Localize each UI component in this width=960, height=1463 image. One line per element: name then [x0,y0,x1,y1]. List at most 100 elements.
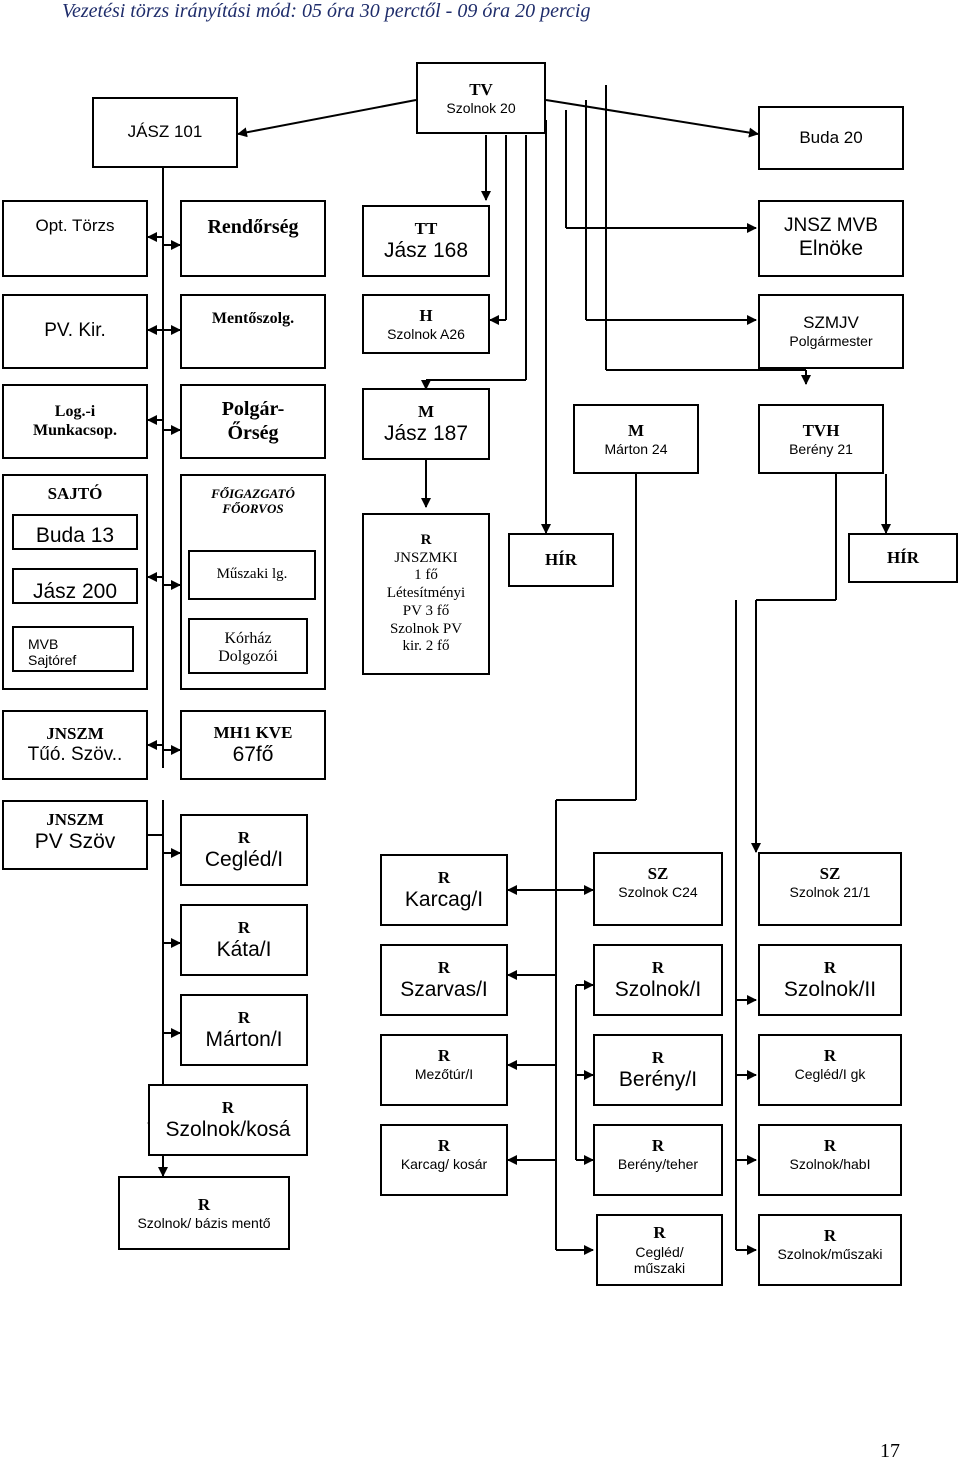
m-jasz-box: M Jász 187 [362,388,490,460]
r-szarvas-sub: Szarvas/I [400,977,488,1001]
sz-c24-box: SZ Szolnok C24 [593,852,723,926]
mh1-label: MH1 KVE [213,722,293,742]
mvb-sajto-box: MVB Sajtóref [12,626,134,672]
r-cegled-sub: Cegléd/I [204,847,284,871]
buda13-label: Buda 13 [35,524,115,547]
szmjv-box: SZMJV Polgármester [758,294,904,369]
r-mezotur-box: R Mezőtúr/I [380,1034,508,1106]
r-jnszmki-l2: JNSZMKI [394,549,458,566]
tt-sub: Jász 168 [383,238,469,262]
rendorseg-label: Rendőrség [207,216,299,238]
log-sub: Munkacsop. [32,421,118,439]
foigazgato-label: FŐIGAZGATÓ [211,485,295,501]
r-bazis-box: R Szolnok/ bázis mentő [118,1176,290,1250]
m-jasz-label: M [417,401,435,421]
log-label: Log.-i [54,402,96,420]
r-bereny1-label: R [651,1047,665,1067]
r-szolnok-kosa-box: R Szolnok/kosá [148,1084,308,1156]
r-kata-box: R Káta/I [180,904,308,976]
r-karcag-kosar-box: R Karcag/ kosár [380,1124,508,1196]
r-szolnok-habi-box: R Szolnok/habI [758,1124,902,1196]
r-szolnok-muszaki-sub: Szolnok/műszaki [777,1246,883,1263]
r-cegled-muszaki-box: R Cegléd/ műszaki [596,1214,723,1286]
connector [237,99,417,138]
r-bereny-teher-box: R Berény/teher [593,1124,723,1196]
r-jnszmki-l5: PV 3 fő [402,602,450,619]
jasz101-label: JÁSZ 101 [127,122,203,142]
jnszm-pv-box: JNSZM PV Szöv [2,800,148,870]
r-szolnok-habi-label: R [823,1136,837,1155]
r-cegled-gk-box: R Cegléd/I gk [758,1034,902,1106]
sajto-header: SAJTÓ [2,474,148,514]
r-kata-sub: Káta/I [216,937,272,961]
korhaz-label: Kórház [224,630,272,647]
r-karcag-box: R Karcag/I [380,854,508,926]
tv-sub: Szolnok 20 [446,99,516,116]
r-szarvas-label: R [437,957,451,977]
r-cegled-label: R [237,827,251,847]
r-bereny1-box: R Berény/I [593,1034,723,1106]
jnszm-tuo-label: JNSZM [46,723,104,743]
tv-box: TV Szolnok 20 [416,62,546,134]
r-karcag-label: R [437,867,451,887]
m-marton-box: M Márton 24 [573,404,699,474]
r-szolnok1-sub: Szolnok/I [614,977,702,1001]
buda20-box: Buda 20 [758,106,904,170]
r-cegled-gk-label: R [823,1046,837,1065]
r-szolnok-muszaki-label: R [823,1226,837,1245]
foigazgato-header: FŐIGAZGATÓ FŐORVOS [180,480,326,522]
r-karcag-sub: Karcag/I [404,887,484,911]
jnszm-pv-sub: PV Szöv [34,830,116,854]
log-box: Log.-i Munkacsop. [2,384,148,459]
r-szolnok2-box: R Szolnok/II [758,944,902,1016]
mh1-box: MH1 KVE 67fő [180,710,326,780]
szmjv-sub: Polgármester [789,333,873,350]
pv-kir-box: PV. Kir. [2,294,148,369]
r-mezotur-sub: Mezőtúr/I [414,1066,474,1083]
tvh-sub: Berény 21 [789,440,853,457]
tt-label: TT [414,218,438,238]
jasz200-label: Jász 200 [32,580,118,603]
hir1-box: HÍR [508,533,614,587]
r-marton-sub: Márton/I [205,1027,283,1051]
hir2-label: HÍR [886,547,920,567]
jnszm-pv-label: JNSZM [46,810,104,829]
r-cegled-muszaki-label: R [653,1223,666,1243]
h-szolnok-box: H Szolnok A26 [362,294,490,354]
page-number: 17 [880,1440,900,1462]
r-marton-box: R Márton/I [180,994,308,1066]
sz-211-sub: Szolnok 21/1 [789,884,871,901]
r-bereny-teher-label: R [651,1136,665,1155]
r-jnszmki-box: R JNSZMKI 1 fő Létesítményi PV 3 fő Szol… [362,513,490,675]
r-szolnok1-label: R [651,957,665,977]
szmjv-label: SZMJV [803,313,859,333]
mentoszolg-label: Mentőszolg. [211,310,295,327]
polgar-sub: Őrség [227,421,279,444]
pv-kir-label: PV. Kir. [44,320,106,342]
jnszm-tuo-box: JNSZM Tűó. Szöv.. [2,710,148,780]
r-karcag-kosar-sub: Karcag/ kosár [400,1156,488,1173]
jnsz-mvb-sub: Elnöke [798,237,864,261]
r-szolnok1-box: R Szolnok/I [593,944,723,1016]
r-cegled-muszaki-l3: műszaki [633,1260,686,1277]
opt-torzs-label: Opt. Törzs [35,216,115,235]
opt-torzs-box: Opt. Törzs [2,200,148,277]
r-cegled-box: R Cegléd/I [180,814,308,886]
sajto-label: SAJTÓ [47,483,103,503]
r-jnszmki-label: R [420,532,432,549]
r-mezotur-label: R [437,1046,451,1065]
r-bereny-teher-sub: Berény/teher [617,1156,699,1173]
r-szolnok-kosa-label: R [221,1097,235,1117]
m-jasz-sub: Jász 187 [383,421,469,445]
r-szolnok2-label: R [823,957,837,977]
page-title: Vezetési törzs irányítási mód: 05 óra 30… [62,0,591,22]
r-jnszmki-l3: 1 fő [414,567,438,584]
polgar-label: Polgár- [221,397,285,420]
korhaz-box: Kórház Dolgozói [188,618,308,674]
polgar-box: Polgár- Őrség [180,384,326,459]
r-szarvas-box: R Szarvas/I [380,944,508,1016]
hir2-box: HÍR [848,533,958,583]
m-marton-sub: Márton 24 [604,440,668,457]
connector [545,99,759,138]
